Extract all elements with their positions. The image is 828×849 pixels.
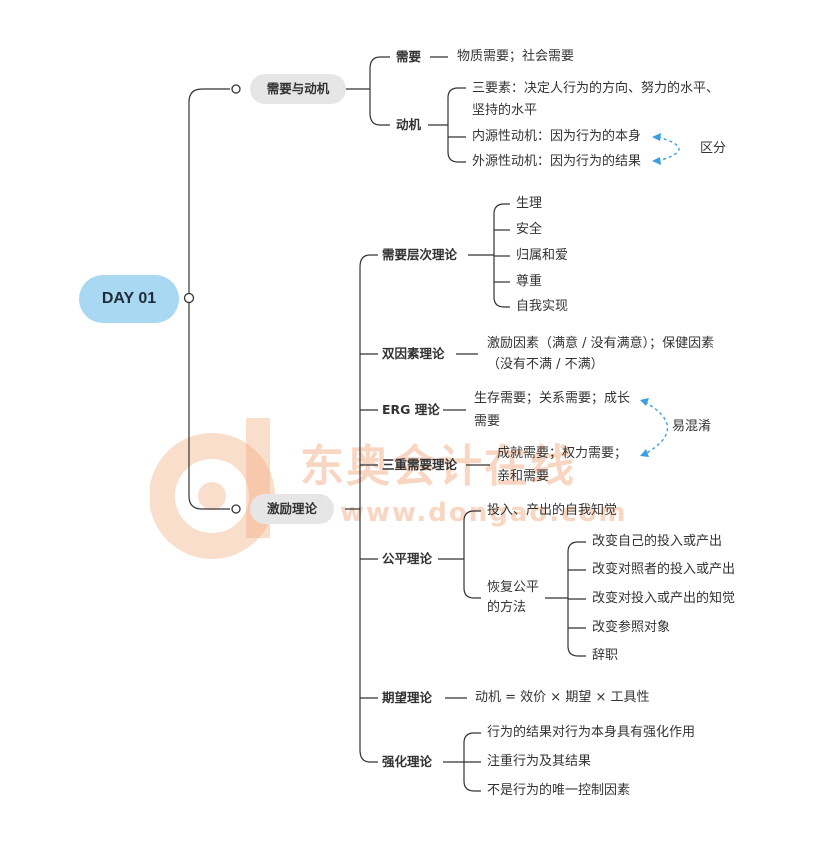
three-needs-content: 成就需要；权力需要；亲和需要: [497, 446, 628, 484]
node-erg-theory[interactable]: ERG 理论: [382, 402, 440, 417]
hierarchy-item: 尊重: [516, 274, 543, 289]
watermark: 东奥会计在线 www.dongao.com: [150, 408, 650, 578]
restore-item: 辞职: [592, 648, 619, 663]
restore-item: 改变对照者的投入或产出: [592, 562, 736, 577]
node-need-and-motive[interactable]: 需要与动机: [250, 74, 346, 104]
equity-perception: 投入、产出的自我知觉: [487, 503, 618, 518]
reinforcement-item: 不是行为的唯一控制因素: [487, 783, 631, 798]
node-three-needs-theory[interactable]: 三重需要理论: [382, 457, 458, 472]
node-expectancy-theory[interactable]: 期望理论: [382, 690, 433, 705]
hierarchy-item: 自我实现: [516, 299, 569, 314]
node-motivation-theory[interactable]: 激励理论: [250, 494, 334, 524]
hierarchy-item: 安全: [516, 222, 543, 237]
root-node[interactable]: DAY 01: [79, 275, 179, 323]
two-factor-content: 激励因素（满意 / 没有满意）；保健因素（没有不满 / 不满）: [487, 336, 715, 372]
node-reinforcement-theory[interactable]: 强化理论: [382, 754, 433, 769]
reinforcement-item: 注重行为及其结果: [487, 754, 592, 769]
motive-extrinsic: 外源性动机：因为行为的结果: [472, 154, 642, 169]
node-hierarchy-theory[interactable]: 需要层次理论: [382, 247, 458, 262]
restore-item: 改变参照对象: [592, 620, 671, 635]
hierarchy-item: 归属和爱: [516, 248, 569, 263]
need-content: 物质需要；社会需要: [457, 49, 575, 64]
hierarchy-item: 生理: [516, 196, 543, 211]
node-need[interactable]: 需要: [396, 49, 422, 64]
equity-restore-methods[interactable]: 恢复公平的方法: [487, 580, 540, 615]
watermark-brand: 东奥会计在线: [300, 441, 576, 492]
node-equity-theory[interactable]: 公平理论: [382, 551, 433, 566]
node-motive[interactable]: 动机: [396, 117, 422, 132]
watermark-url: www.dongao.com: [340, 498, 628, 528]
motive-intrinsic: 内源性动机：因为行为的本身: [472, 129, 642, 144]
node-two-factor-theory[interactable]: 双因素理论: [382, 346, 445, 361]
motive-three-elements: 三要素：决定人行为的方向、努力的水平、坚持的水平: [472, 81, 720, 118]
reinforcement-item: 行为的结果对行为本身具有强化作用: [487, 725, 696, 740]
distinguish-label: 区分: [700, 141, 727, 156]
expectancy-content: 动机 = 效价 × 期望 × 工具性: [475, 690, 650, 705]
erg-content: 生存需要；关系需要；成长需要: [474, 391, 631, 429]
restore-item: 改变对投入或产出的知觉: [592, 591, 736, 606]
confusing-label: 易混淆: [672, 419, 712, 434]
restore-item: 改变自己的投入或产出: [592, 534, 723, 549]
